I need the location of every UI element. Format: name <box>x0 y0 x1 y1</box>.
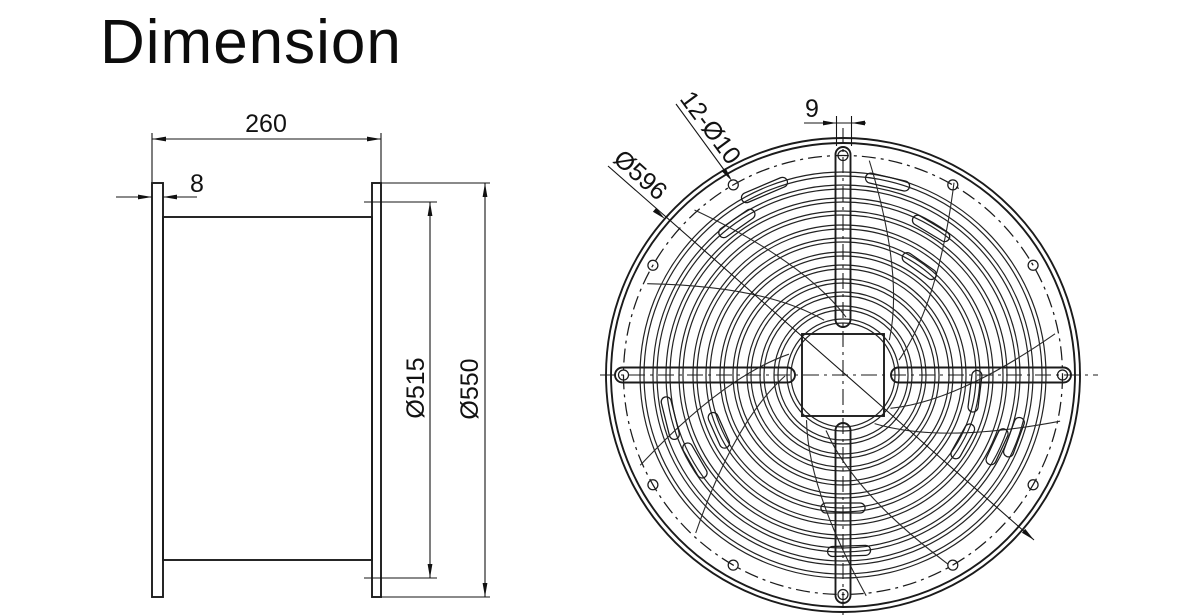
bolt-hole <box>947 179 959 191</box>
dim-515-label: Ø515 <box>402 357 430 418</box>
grill-slot <box>682 442 708 479</box>
grill-slot <box>950 423 976 460</box>
dim-260-label: 260 <box>245 110 287 138</box>
grill-slot <box>967 369 983 413</box>
grill-slot <box>660 396 680 440</box>
grill-slot <box>826 544 872 558</box>
arrowhead <box>851 120 865 126</box>
arrowhead <box>138 194 152 200</box>
dim-line-596 <box>607 165 1035 541</box>
grill-slot <box>740 176 789 204</box>
side-view: 260 8 Ø515 Ø550 <box>116 110 490 598</box>
fan-blade-edge <box>868 160 895 341</box>
leader-line-holes <box>675 103 731 179</box>
front-view: Ø596 12-Ø10 9 <box>600 86 1098 615</box>
grill-slot <box>911 214 951 243</box>
grill-slot <box>707 411 731 449</box>
arrowhead <box>367 136 381 142</box>
grill-slot <box>718 208 756 239</box>
arrowhead <box>152 136 166 142</box>
fan-blade-edge <box>639 353 790 466</box>
fan-blade-edge <box>805 420 867 597</box>
bolt-hole <box>1027 259 1039 271</box>
bolt-hole <box>647 479 659 491</box>
arrowhead <box>163 194 177 200</box>
dim-596-label: Ø596 <box>608 145 672 207</box>
arrowhead <box>482 583 488 597</box>
fan-blade-edge <box>695 375 786 534</box>
dim-550-label: Ø550 <box>456 358 484 419</box>
page-title: Dimension <box>100 8 402 77</box>
bolt-hole <box>647 259 659 271</box>
bolt-hole <box>727 179 739 191</box>
fan-blade-edge <box>874 420 1061 434</box>
side-housing-body <box>162 216 373 561</box>
bolt-hole <box>727 559 739 571</box>
arrowhead <box>427 202 433 216</box>
fan-blade-edge <box>890 333 1056 409</box>
arrowhead <box>652 207 665 219</box>
arrowhead <box>823 120 837 126</box>
grill-slot <box>985 428 1009 466</box>
arrowhead <box>721 168 732 181</box>
dim-12x10-label: 12-Ø10 <box>674 86 746 170</box>
arrowhead <box>427 564 433 578</box>
grill-spoke <box>834 146 852 328</box>
dim-8-label: 8 <box>190 170 204 198</box>
grill-slot <box>864 172 911 192</box>
bolt-hole <box>1027 479 1039 491</box>
fan-blade-edge <box>898 182 955 361</box>
fan-blade-edge <box>647 283 825 321</box>
bolt-hole <box>947 559 959 571</box>
bolt-hole <box>617 369 630 381</box>
side-left-flange <box>151 182 164 598</box>
fan-blade-edge <box>825 430 949 565</box>
dim-9-label: 9 <box>805 95 819 123</box>
grill-slot <box>1002 416 1025 458</box>
arrowhead <box>482 183 488 197</box>
side-right-flange <box>371 182 382 598</box>
grill-slot <box>901 251 938 281</box>
arrowhead <box>1021 528 1034 540</box>
